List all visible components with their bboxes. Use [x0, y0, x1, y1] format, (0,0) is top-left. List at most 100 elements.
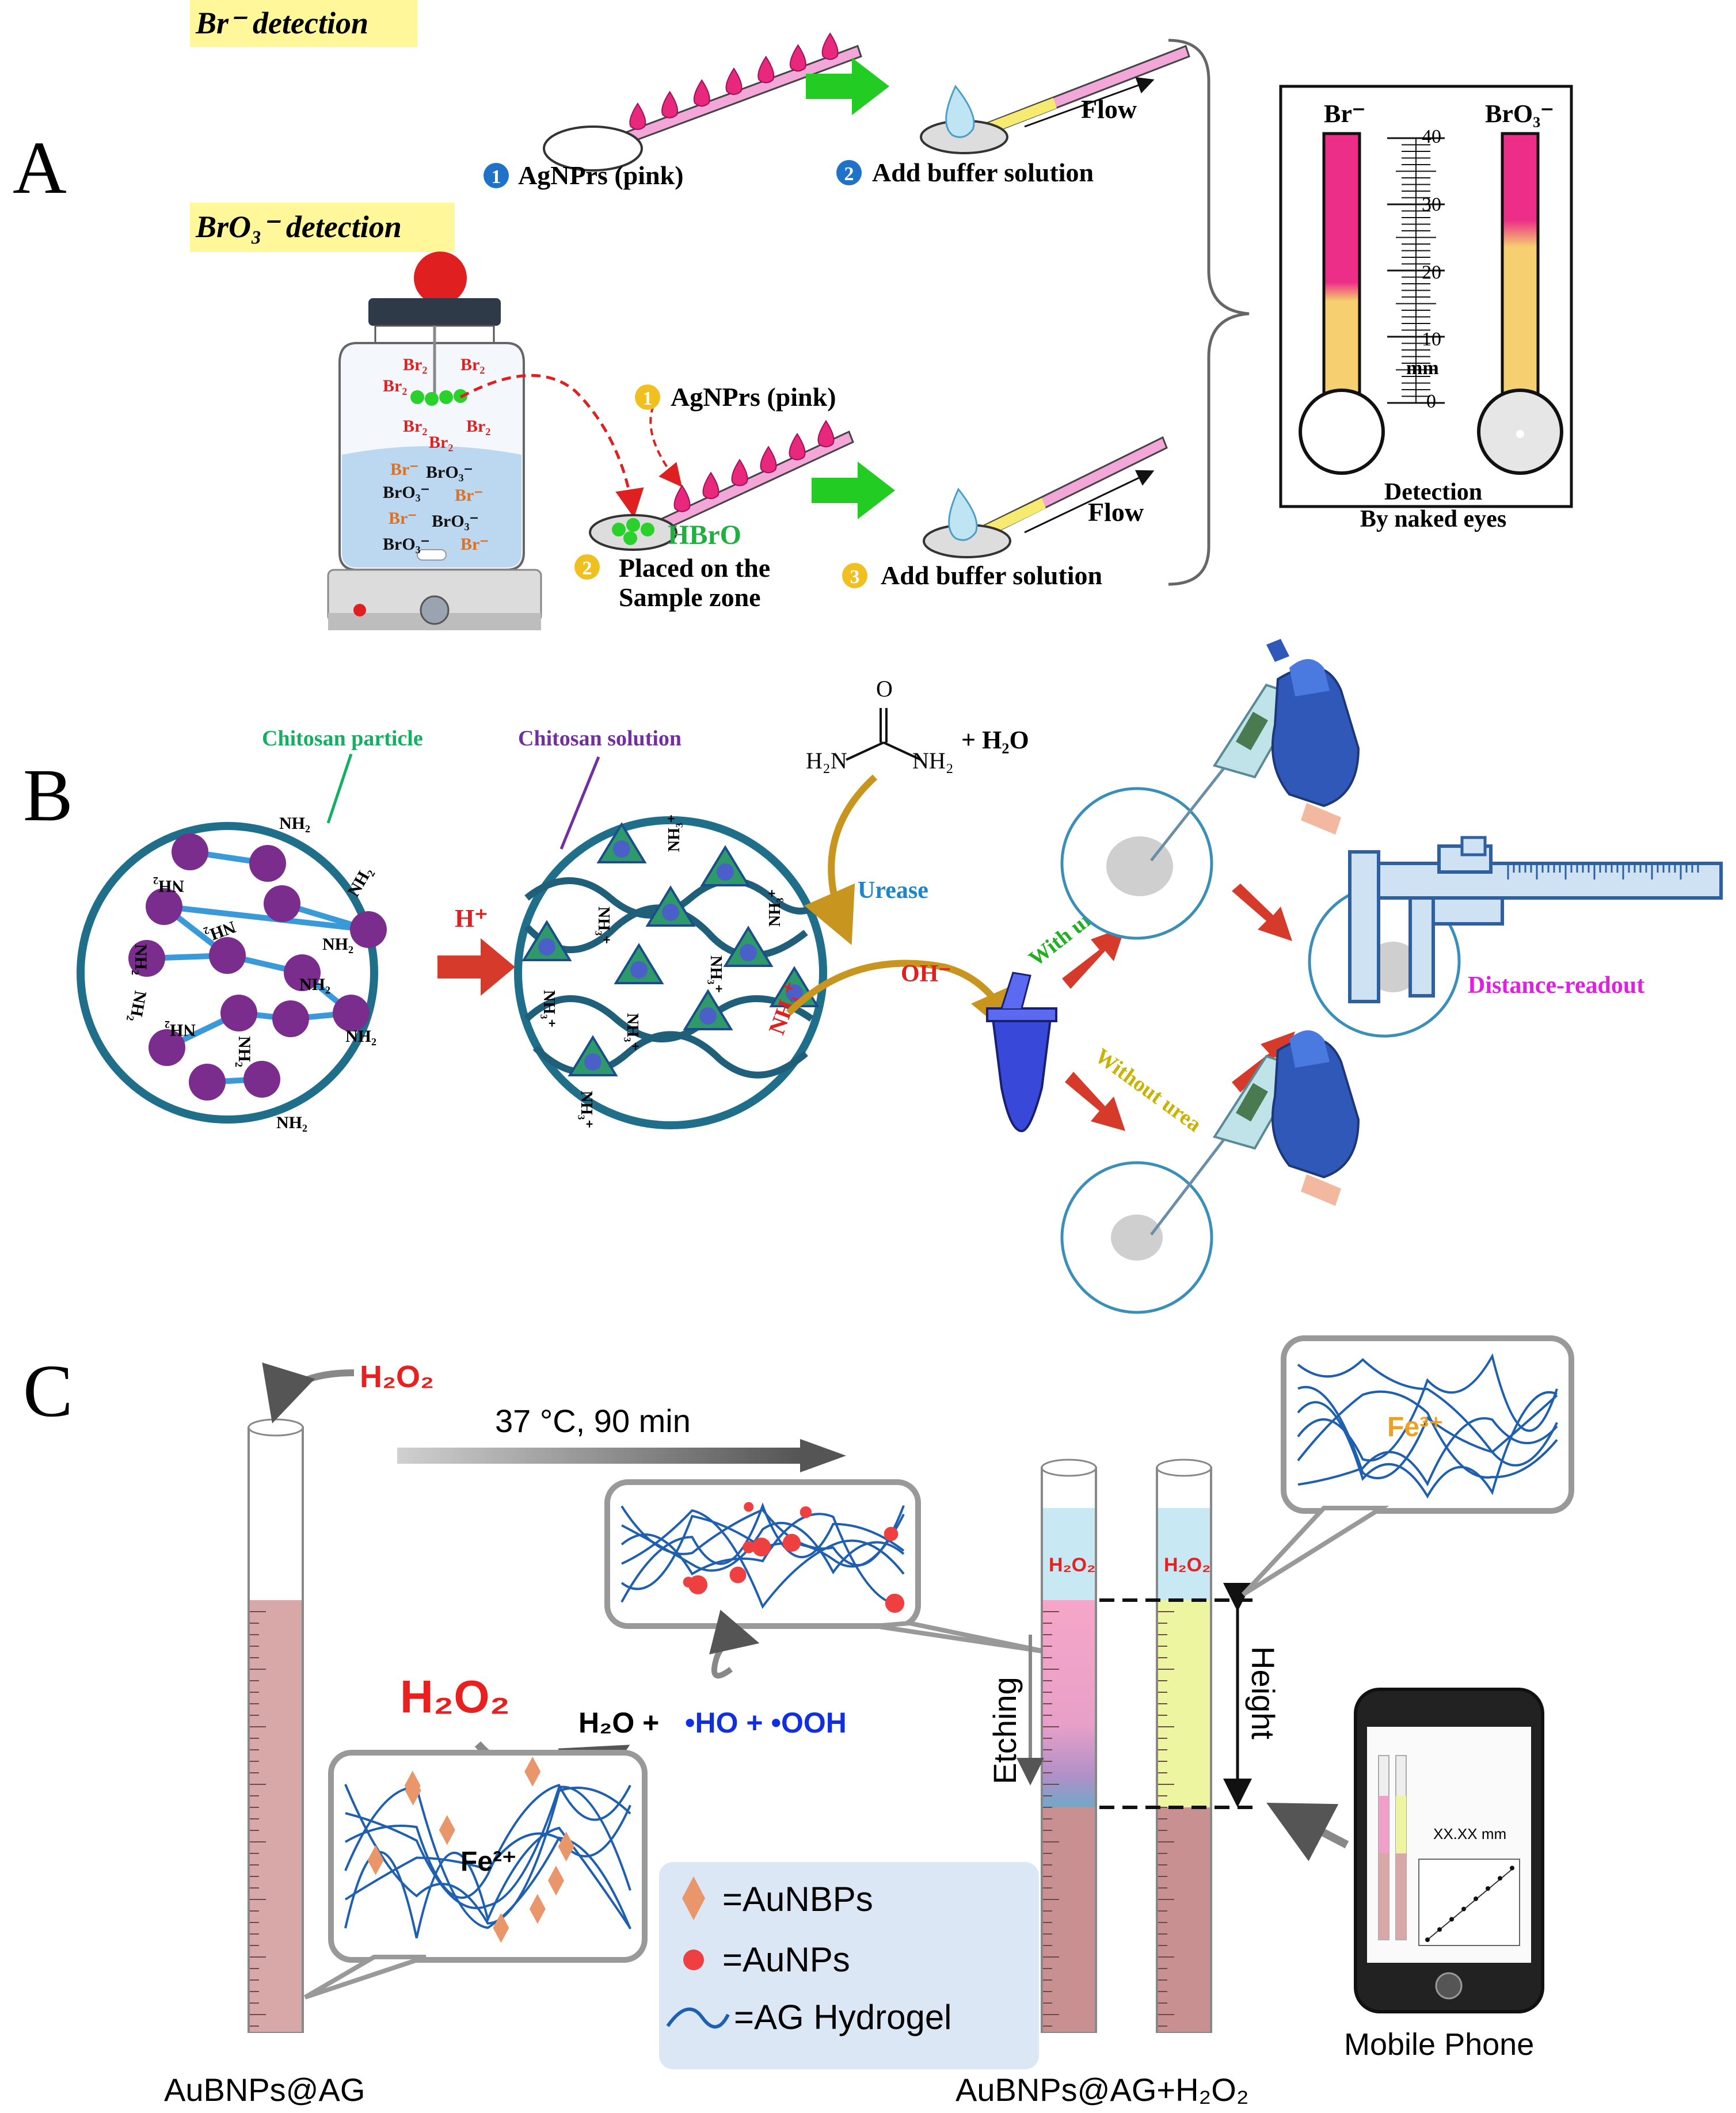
nh2-label: NH₂: [235, 1036, 254, 1067]
step2-badge-top: [836, 160, 862, 185]
phone-data-point: [1510, 1865, 1514, 1871]
phone-data-point: [1449, 1917, 1454, 1922]
scale-label-0: 0: [1426, 391, 1436, 412]
nh3-label: NH₃⁺: [540, 990, 558, 1027]
urease-label: Urease: [858, 877, 928, 904]
nh2-label: NH₂: [153, 877, 184, 896]
step1-num-top: 1: [492, 166, 501, 188]
aunp-dot: [688, 1575, 708, 1594]
scale-label-10: 10: [1422, 329, 1441, 350]
br-detection-title: Br⁻ detection: [195, 6, 368, 40]
height-label: Height: [1245, 1646, 1281, 1739]
aunp-dot: [744, 1502, 754, 1512]
agnp-droplet: [789, 44, 806, 72]
nh2-label: NH₂: [345, 1027, 376, 1046]
b-step2-badge: [574, 554, 600, 580]
scale-label-mm: mm: [1406, 357, 1439, 379]
chitosan-particle: [149, 1029, 185, 1066]
reaction-h2o: H₂O +: [578, 1707, 659, 1739]
vessel-species-label: BrO₃⁻: [383, 483, 430, 502]
mobile-phone: [1354, 1688, 1544, 2013]
oh-minus-label: OH⁻: [901, 961, 951, 987]
h2o2-top-label: H₂O₂: [360, 1360, 434, 1394]
callout-fe3-tail: [1242, 1506, 1389, 1597]
vessel-species-label: Br₂: [429, 433, 453, 452]
thermo-scale-ticks: [1387, 137, 1445, 404]
vessel-species-label: Br₂: [403, 417, 427, 436]
hydrogel-strand: [344, 1784, 631, 1899]
urease-core: [662, 904, 679, 921]
phone-data-point: [1461, 1906, 1466, 1912]
tube-reference: [1156, 1459, 1212, 2033]
urease-core: [630, 961, 648, 979]
urea-h2n: H₂N: [806, 748, 847, 774]
b-step3-label: Add buffer solution: [881, 561, 1102, 590]
phone-data-point: [1437, 1927, 1442, 1932]
hydrogel-strand: [344, 1784, 631, 1925]
panel-b-label: B: [23, 754, 73, 837]
eppendorf-tube: [986, 972, 1057, 1133]
detection-line2: By naked eyes: [1360, 506, 1506, 532]
legend-aunbps-label: =AuNBPs: [722, 1880, 873, 1918]
agnp-droplet: [789, 432, 806, 460]
reaction-curl-arrow: [709, 1609, 760, 1679]
hydrogel-strand: [344, 1786, 631, 1929]
b-step2-num: 2: [583, 558, 592, 579]
flow-label-bottom: Flow: [1088, 497, 1144, 527]
hydrogel-strand: [1297, 1390, 1558, 1479]
phone-data-point: [1486, 1886, 1490, 1891]
urease-core: [740, 944, 757, 961]
bro3-title-highlight: [190, 203, 455, 252]
agnp-droplet: [693, 79, 710, 107]
nh2-label: NH₂: [322, 935, 353, 954]
aunbp-diamond: [493, 1913, 509, 1943]
hydrogel-strand: [1297, 1353, 1558, 1462]
vessel-species-label: Br₂: [383, 376, 407, 395]
b-step1-num: 1: [643, 388, 653, 409]
aunbp-diamond: [405, 1775, 421, 1806]
distance-readout-label: Distance-readout: [1468, 972, 1644, 999]
legend-aunps-label: =AuNPs: [722, 1940, 850, 1979]
step1-label-top: AgNPrs (pink): [518, 161, 684, 190]
bro3-detection-title: BrO₃⁻ detection: [195, 210, 402, 244]
chitosan-particle: [209, 937, 246, 974]
urease-cluster: [596, 822, 647, 863]
red-arrow-without-urea: [1065, 1072, 1125, 1131]
legend-aunps-swatch: [683, 1950, 704, 1970]
green-arrow-top: [806, 58, 889, 115]
vessel-species-label: Br⁻: [389, 509, 417, 528]
hbro-label: HBrO: [668, 520, 741, 550]
urease-core: [786, 984, 803, 1002]
aunbp-diamond: [367, 1845, 384, 1875]
vernier-caliper: [1348, 836, 1723, 1003]
chitosan-solution-circle: [514, 816, 827, 1129]
nh3-label: NH₃⁺: [766, 889, 784, 927]
nh2-label: NH₂: [131, 944, 150, 975]
chitosan-bond: [163, 904, 369, 932]
red-arrow-to-caliper-top: [1232, 884, 1292, 941]
green-dots-vessel: [410, 389, 467, 406]
phone-data-point: [1425, 1937, 1430, 1942]
vessel-species-label: Br⁻: [390, 460, 418, 479]
h-plus-arrow: [437, 938, 515, 996]
nh2-label: NH₂: [279, 814, 310, 833]
panel-c-label: C: [23, 1350, 73, 1433]
chitosan-particle: [264, 885, 300, 922]
agnp-droplet: [629, 102, 646, 130]
hydrogel-strand: [1297, 1391, 1558, 1499]
nh3-label: NH₃⁺: [623, 1013, 641, 1050]
b-step3-badge: [842, 563, 867, 588]
thermo-left-label: Br⁻: [1324, 100, 1365, 128]
tube-etched: [1041, 1459, 1097, 2033]
chitosan-particle: [333, 995, 370, 1031]
panel-b: B Chitosan particle Chitosan solution NH…: [23, 639, 1723, 1314]
agnp-droplet: [702, 471, 719, 500]
aunp-dot: [800, 1506, 812, 1518]
b-step1-label: AgNPrs (pink): [671, 382, 836, 412]
urease-core: [699, 1007, 717, 1025]
chitosan-particle: [243, 1061, 280, 1098]
pipette-hand-bottom: [1150, 1030, 1360, 1236]
hydrogel-strand: [1297, 1417, 1558, 1487]
agnp-droplet: [817, 420, 835, 448]
condition-label: 37 °C, 90 min: [495, 1403, 691, 1439]
